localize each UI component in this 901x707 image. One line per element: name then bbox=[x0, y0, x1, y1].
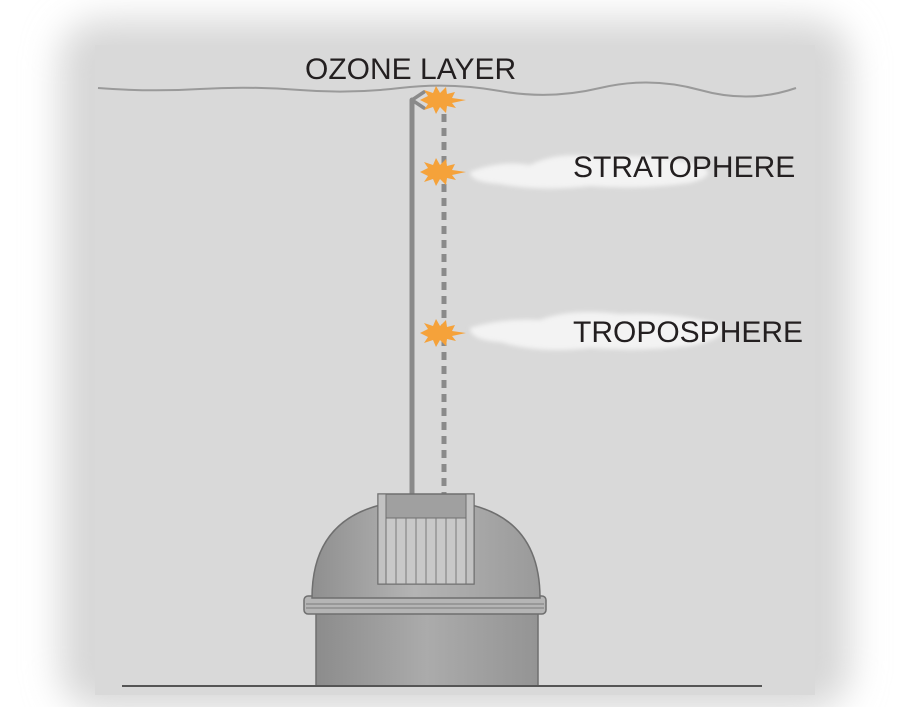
observatory-base bbox=[315, 611, 539, 687]
troposphere-label: TROPOSPHERE bbox=[573, 316, 803, 349]
ozone-layer-label: OZONE LAYER bbox=[305, 53, 516, 86]
stratosphere-cloud bbox=[470, 155, 708, 189]
troposphere-cloud bbox=[470, 312, 722, 350]
flash-troposphere bbox=[420, 319, 466, 347]
ozone-layer-line bbox=[97, 81, 797, 98]
observatory bbox=[303, 493, 547, 687]
telescope-slit bbox=[385, 517, 467, 585]
flash-stratosphere bbox=[420, 158, 466, 186]
stratosphere-label: STRATOPHERE bbox=[573, 151, 795, 184]
sky-background bbox=[60, 20, 850, 707]
flash-ozone bbox=[420, 86, 466, 114]
